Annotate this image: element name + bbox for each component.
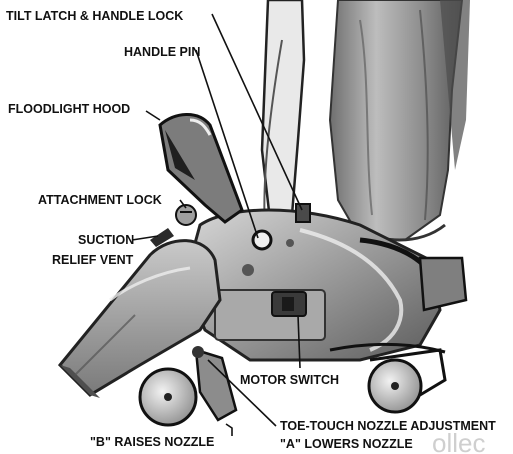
label-suction-relief-line1: SUCTION	[78, 233, 134, 247]
label-b-raises-nozzle: "B" RAISES NOZZLE	[90, 435, 214, 449]
handle-tube	[262, 0, 304, 230]
motor-switch	[272, 292, 306, 316]
dust-bag	[330, 0, 462, 240]
floodlight-hood	[160, 114, 242, 222]
watermark: ollec	[432, 428, 485, 454]
handle-pin	[253, 231, 271, 249]
rear-wheel	[369, 350, 445, 412]
label-motor-switch: MOTOR SWITCH	[240, 373, 339, 387]
label-attachment-lock: ATTACHMENT LOCK	[38, 193, 162, 207]
front-wheel	[140, 369, 196, 425]
nozzle-adjust-pedal	[192, 346, 236, 420]
label-floodlight-hood: FLOODLIGHT HOOD	[8, 102, 130, 116]
label-tilt-latch-handle-lock: TILT LATCH & HANDLE LOCK	[6, 9, 183, 23]
label-suction-relief-line2: RELIEF VENT	[52, 253, 134, 267]
tilt-latch	[296, 204, 310, 222]
label-a-lowers-nozzle: "A" LOWERS NOZZLE	[280, 437, 413, 451]
label-handle-pin: HANDLE PIN	[124, 45, 200, 59]
